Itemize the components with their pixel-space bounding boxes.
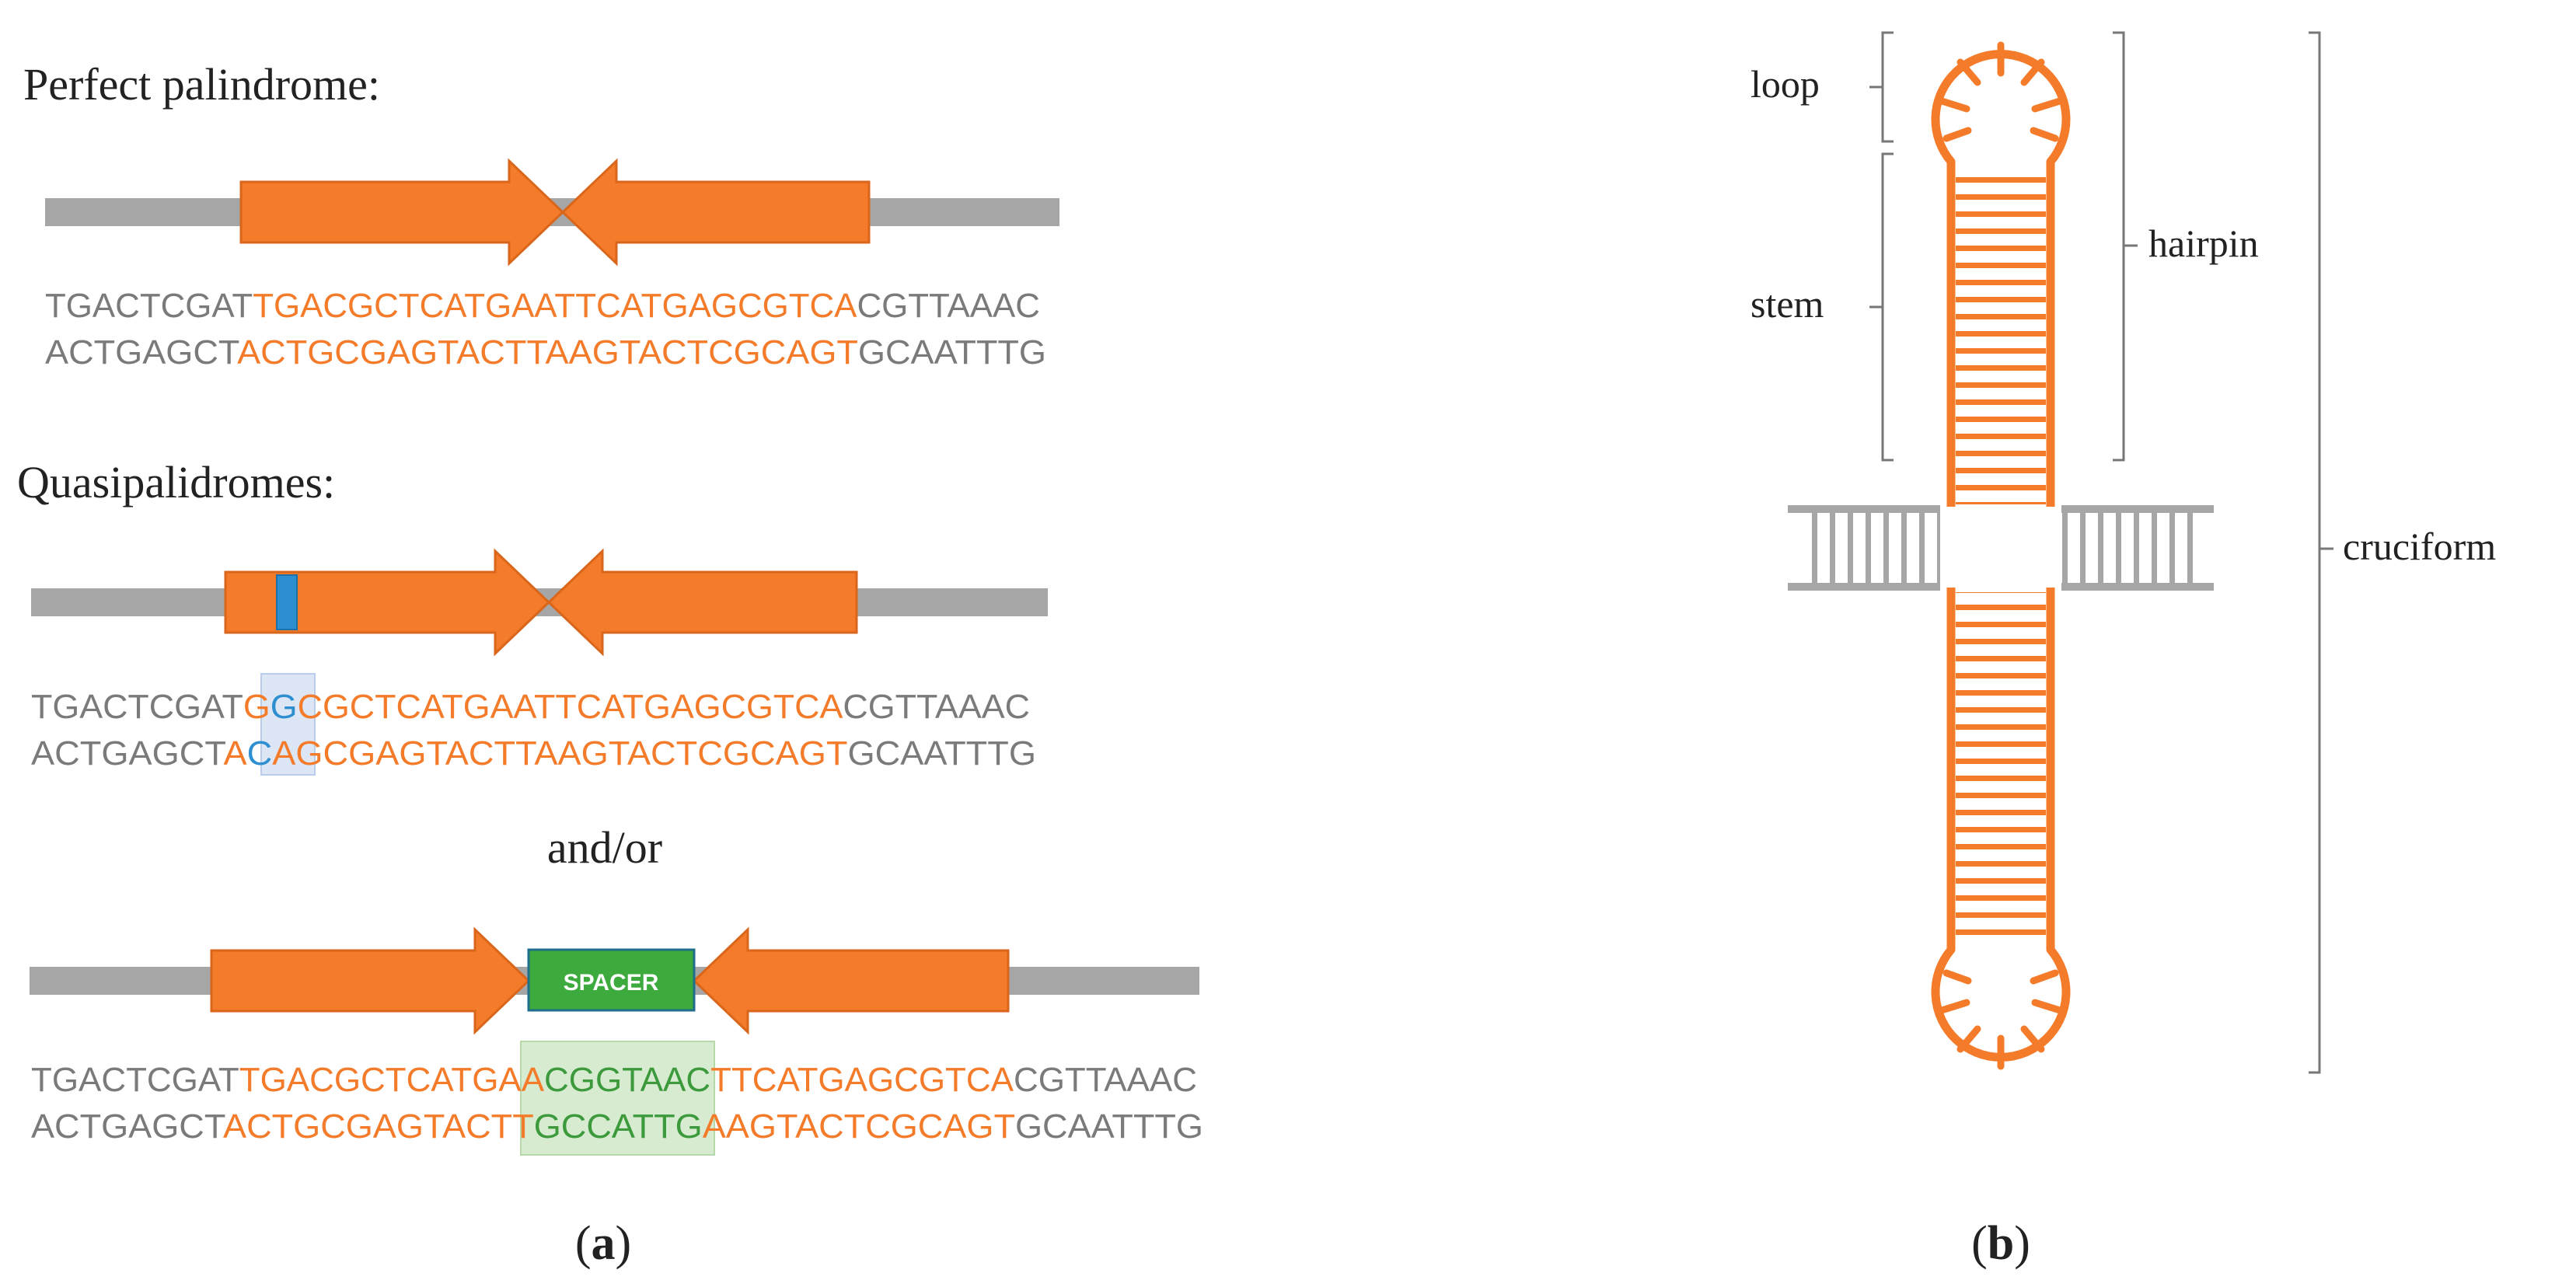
mismatch-highlight [260,673,316,776]
spacer-label: SPACER [564,970,659,996]
forward-arrow [224,548,551,657]
duplex-left-arm [1788,505,1940,591]
bottom-stem-strands [1946,588,2055,950]
reverse-arrow [560,158,871,267]
top-stem-base-pairs [1956,166,2046,504]
panel-b-label: (b) [1971,1217,2030,1270]
loop-bracket [1869,31,1894,143]
perfect-palindrome-title: Perfect palindrome: [23,59,380,110]
spacer-highlight [520,1041,715,1156]
cruciform-label: cruciform [2343,525,2496,568]
duplex-right-arm [2061,505,2214,591]
hairpin-bracket [2113,31,2138,462]
forward-arrow [239,158,565,267]
forward-arrow [210,926,531,1035]
spacer-top-strand: TGACTCGATTGACGCTCATGAACGGTAACTTCATGAGCGT… [31,1061,1197,1099]
perfect-top-strand: TGACTCGATTGACGCTCATGAATTCATGAGCGTCACGTTA… [45,287,1040,325]
quasipalindrome-diagram [31,548,1048,657]
brackets [1869,31,2333,1074]
reverse-arrow [692,926,1010,1035]
junction [1940,513,2061,583]
mismatch-marker [276,574,298,630]
and-or-label: and/or [547,822,662,873]
bottom-loop-bases [1938,969,2064,1070]
top-hairpin [1931,41,2071,507]
perfect-palindrome-diagram [45,158,1059,267]
hairpin-label: hairpin [2148,221,2259,265]
top-stem-strands [1946,162,2055,507]
stem-label: stem [1750,282,1824,326]
quasipalindromes-title: Quasipalidromes: [17,457,335,507]
panel-a-label: (a) [575,1217,631,1270]
bottom-hairpin [1931,588,2071,1070]
top-loop-bases [1938,41,2064,142]
spacer-box [527,948,696,1012]
panel-b: loop stem hairpin cruciform (b) [1750,31,2496,1270]
panel-a: Perfect palindrome: TGACTCGATTGACGCTCATG… [17,59,1203,1270]
bottom-stem-base-pairs [1956,592,2046,946]
spacer-diagram: SPACER [30,926,1199,1035]
reverse-arrow [546,548,858,657]
loop-label: loop [1750,62,1820,106]
stem-bracket [1869,152,1894,462]
cruciform-bracket [2309,31,2333,1074]
